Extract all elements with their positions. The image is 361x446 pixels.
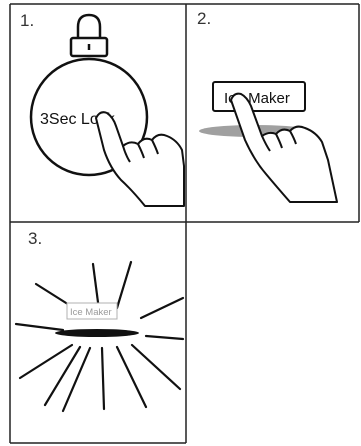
panel-1: 1. 3Sec Lock — [20, 11, 184, 206]
step-number-3: 3. — [28, 229, 42, 248]
step-number-2: 2. — [197, 9, 211, 28]
step-number-1: 1. — [20, 11, 34, 30]
panel-2: 2. Ice Maker — [197, 9, 337, 202]
pressed-button-shadow — [55, 329, 139, 337]
panel-3: 3. Ice Maker — [16, 229, 183, 411]
padlock-icon — [71, 15, 107, 56]
ice-maker-faded-label: Ice Maker — [70, 307, 112, 318]
